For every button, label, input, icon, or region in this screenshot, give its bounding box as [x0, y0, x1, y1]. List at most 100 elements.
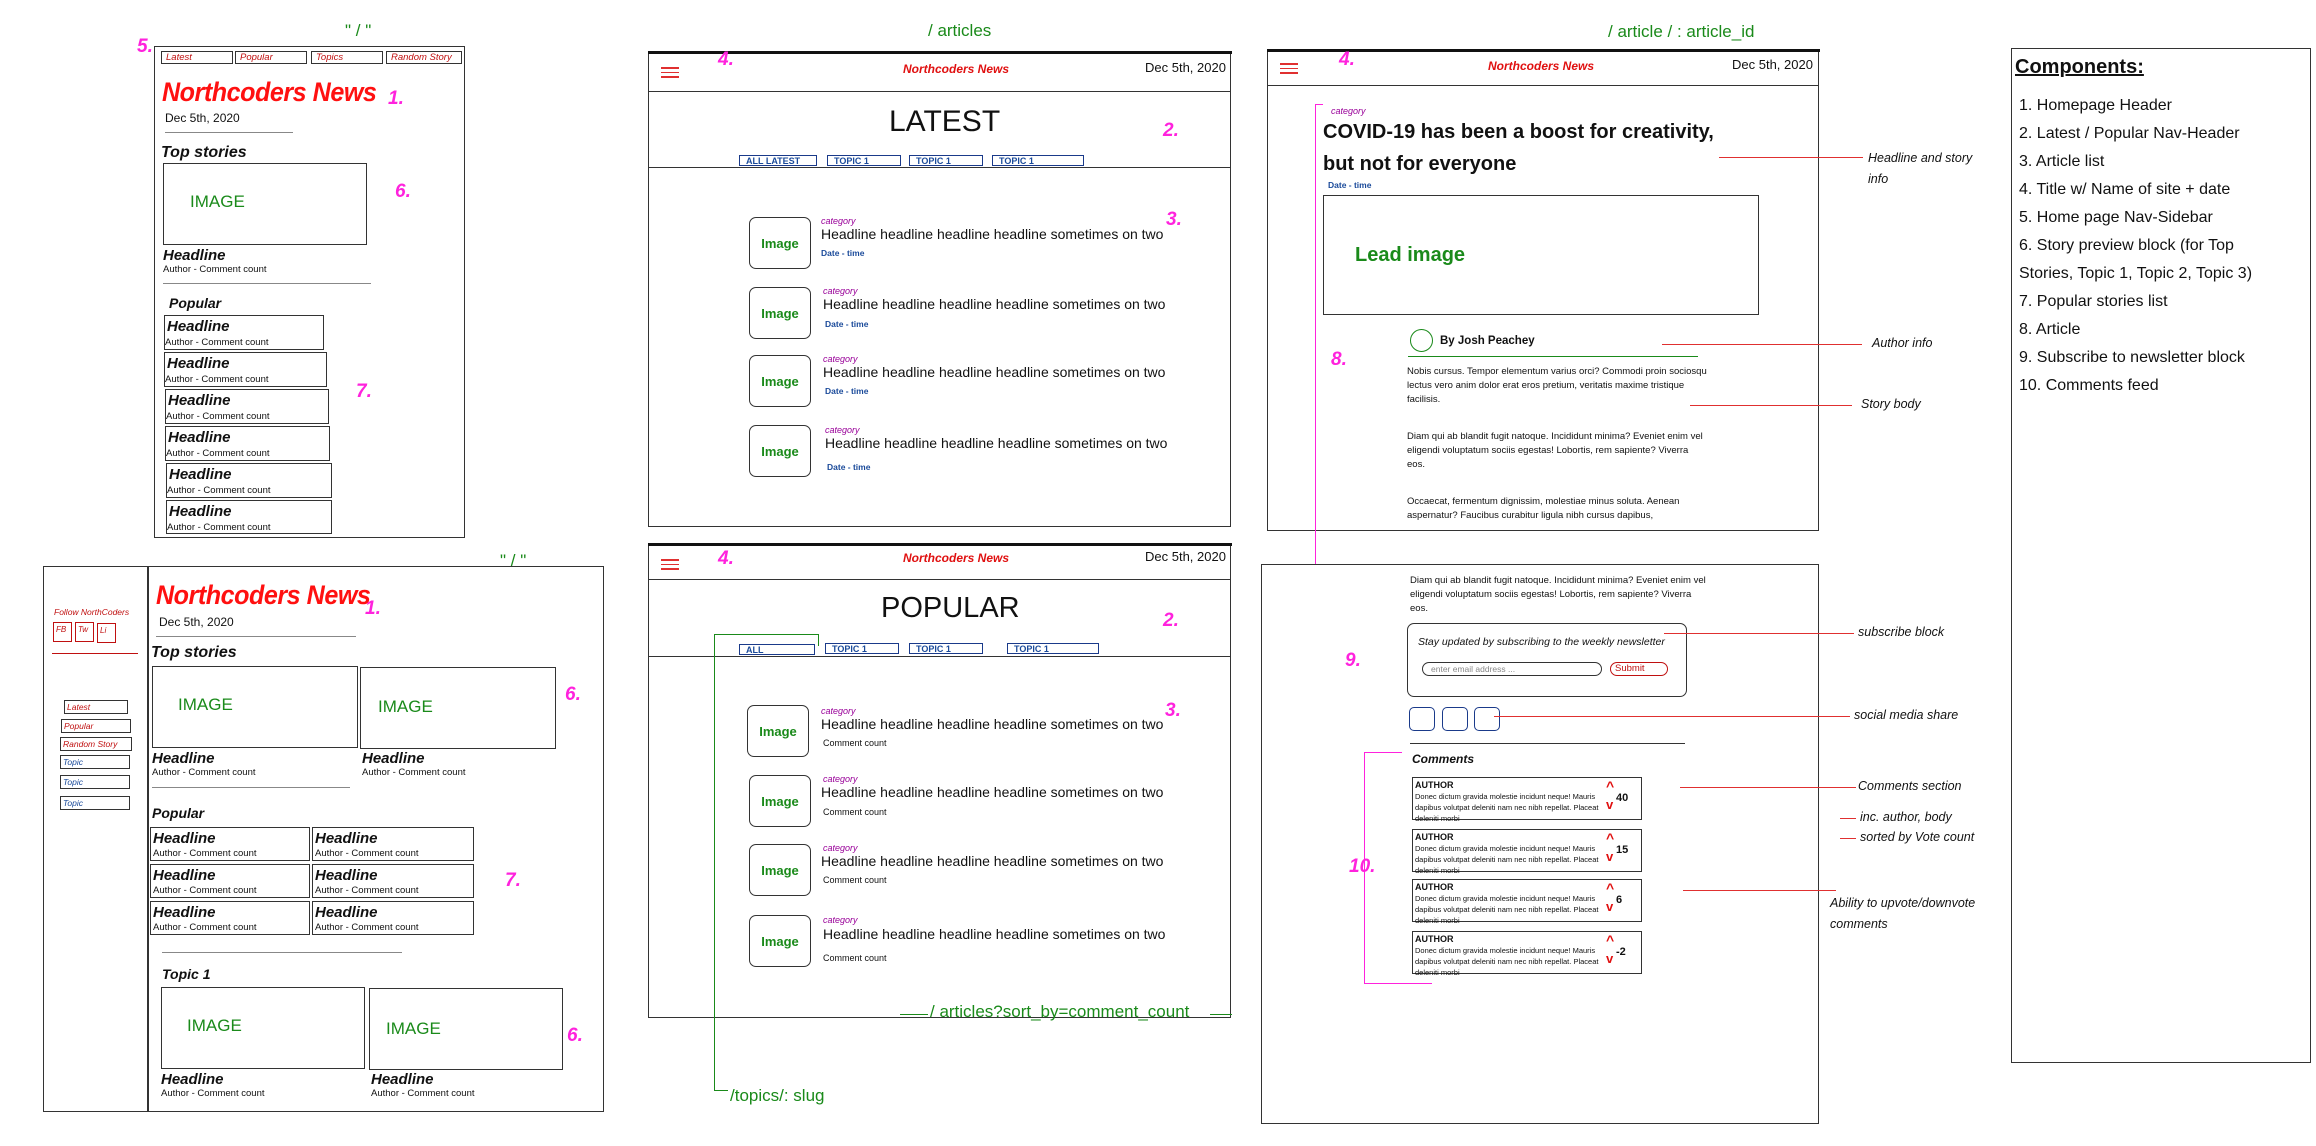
upvote-icon[interactable]: ^: [1606, 932, 1615, 948]
tab-all-latest[interactable]: ALL LATEST: [739, 155, 817, 166]
article-headline[interactable]: Headline headline headline headline some…: [821, 784, 1164, 800]
nav-tab-topics[interactable]: Topics: [311, 51, 383, 64]
article-image[interactable]: Image: [749, 775, 811, 827]
article-headline[interactable]: Headline headline headline headline some…: [823, 296, 1166, 312]
share-button-3[interactable]: [1474, 707, 1500, 731]
popular-item[interactable]: Headline Author - Comment count: [312, 864, 474, 898]
popular-item[interactable]: Headline Author - Comment count: [165, 426, 330, 461]
site-logo[interactable]: Northcoders News: [156, 580, 371, 610]
sidebar-item-popular[interactable]: Popular: [61, 719, 131, 733]
story-image[interactable]: [360, 667, 556, 749]
hamburger-menu-icon[interactable]: [1280, 63, 1298, 77]
article-image[interactable]: Image: [747, 705, 809, 757]
popular-item[interactable]: Headline Author - Comment count: [150, 901, 310, 935]
nav-tab-random-story[interactable]: Random Story: [386, 51, 462, 64]
popular-item[interactable]: Headline Author - Comment count: [312, 901, 474, 935]
sidebar-item-latest[interactable]: Latest: [64, 700, 128, 714]
article-headline[interactable]: Headline headline headline headline some…: [821, 716, 1164, 732]
article-category[interactable]: category: [823, 843, 858, 853]
site-logo[interactable]: Northcoders News: [903, 551, 1010, 565]
tab-topic[interactable]: TOPIC 1: [827, 155, 901, 166]
comment-author[interactable]: AUTHOR: [1415, 934, 1454, 944]
story-image[interactable]: [152, 666, 358, 748]
popular-item[interactable]: Headline Author - Comment count: [164, 352, 327, 387]
upvote-icon[interactable]: ^: [1606, 830, 1615, 846]
article-headline[interactable]: Headline headline headline headline some…: [825, 435, 1168, 451]
story-image[interactable]: [161, 987, 365, 1069]
email-input[interactable]: enter email address ...: [1422, 662, 1602, 676]
site-logo[interactable]: Northcoders News: [903, 62, 1010, 76]
site-logo[interactable]: Northcoders News: [1488, 59, 1595, 73]
comment-author[interactable]: AUTHOR: [1415, 780, 1454, 790]
tab-topic[interactable]: TOPIC 1: [909, 155, 983, 166]
sidebar-item-topic[interactable]: Topic: [60, 755, 130, 769]
popular-item[interactable]: Headline Author - Comment count: [166, 500, 332, 534]
share-button-1[interactable]: [1409, 707, 1435, 731]
popular-item[interactable]: Headline Author - Comment count: [312, 827, 474, 861]
popular-item[interactable]: Headline Author - Comment count: [150, 864, 310, 898]
tab-topic[interactable]: TOPIC 1: [825, 643, 899, 654]
submit-button[interactable]: Submit: [1610, 662, 1668, 676]
popular-item[interactable]: Headline Author - Comment count: [150, 827, 310, 861]
divider: [163, 283, 371, 284]
article-category[interactable]: category: [823, 286, 858, 296]
article-image[interactable]: Image: [749, 425, 811, 477]
tab-topic[interactable]: TOPIC 1: [909, 643, 983, 654]
article-headline[interactable]: Headline headline headline headline some…: [823, 364, 1166, 380]
author-name[interactable]: By Josh Peachey: [1440, 335, 1535, 347]
story-image[interactable]: [163, 163, 367, 245]
twitter-link[interactable]: Tw: [75, 622, 94, 642]
article-category[interactable]: category: [821, 216, 856, 226]
facebook-link[interactable]: FB: [53, 622, 72, 642]
story-headline[interactable]: Headline: [371, 1071, 434, 1088]
article-headline[interactable]: Headline headline headline headline some…: [823, 926, 1166, 942]
comment-author[interactable]: AUTHOR: [1415, 832, 1454, 842]
article-headline[interactable]: Headline headline headline headline some…: [821, 226, 1164, 242]
hamburger-menu-icon[interactable]: [661, 559, 679, 573]
downvote-icon[interactable]: v: [1606, 849, 1614, 864]
tab-all[interactable]: ALL: [739, 644, 815, 655]
nav-tab-popular[interactable]: Popular: [235, 51, 307, 64]
tab-topic[interactable]: TOPIC 1: [1007, 643, 1099, 654]
article-image[interactable]: Image: [749, 287, 811, 339]
upvote-icon[interactable]: ^: [1606, 880, 1615, 896]
popular-item[interactable]: Headline Author - Comment count: [164, 315, 324, 350]
header-date: Dec 5th, 2020: [1145, 60, 1226, 75]
annotation-label: subscribe block: [1858, 625, 1945, 639]
article-image[interactable]: Image: [749, 844, 811, 896]
article-image[interactable]: Image: [749, 355, 811, 407]
linkedin-link[interactable]: Li: [97, 623, 116, 643]
site-logo[interactable]: Northcoders News: [162, 77, 377, 107]
article-category[interactable]: category: [823, 354, 858, 364]
downvote-icon[interactable]: v: [1606, 899, 1614, 914]
sidebar-item-topic[interactable]: Topic: [60, 775, 130, 789]
popular-item[interactable]: Headline Author - Comment count: [166, 463, 332, 498]
article-category[interactable]: category: [821, 706, 856, 716]
sidebar-item-topic[interactable]: Topic: [60, 796, 130, 810]
article-image[interactable]: Image: [749, 915, 811, 967]
story-image[interactable]: [369, 988, 563, 1070]
sidebar-item-random-story[interactable]: Random Story: [60, 737, 132, 751]
tab-topic[interactable]: TOPIC 1: [992, 155, 1084, 166]
article-category[interactable]: category: [1331, 106, 1366, 116]
popular-item[interactable]: Headline Author - Comment count: [165, 389, 329, 424]
article-category[interactable]: category: [825, 425, 860, 435]
article-image[interactable]: Image: [749, 217, 811, 269]
article-headline[interactable]: Headline headline headline headline some…: [821, 853, 1164, 869]
popular-headline: Headline: [315, 867, 378, 884]
avatar[interactable]: [1410, 329, 1433, 352]
story-headline[interactable]: Headline: [163, 247, 226, 264]
article-category[interactable]: category: [823, 774, 858, 784]
article-category[interactable]: category: [823, 915, 858, 925]
story-headline[interactable]: Headline: [362, 750, 425, 767]
upvote-icon[interactable]: ^: [1606, 778, 1615, 794]
nav-tab-latest[interactable]: Latest: [161, 51, 233, 64]
story-headline[interactable]: Headline: [161, 1071, 224, 1088]
downvote-icon[interactable]: v: [1606, 951, 1614, 966]
hamburger-menu-icon[interactable]: [661, 67, 679, 81]
share-button-2[interactable]: [1442, 707, 1468, 731]
downvote-icon[interactable]: v: [1606, 797, 1614, 812]
story-headline[interactable]: Headline: [152, 750, 215, 767]
popular-heading: Popular: [169, 295, 222, 311]
comment-author[interactable]: AUTHOR: [1415, 882, 1454, 892]
